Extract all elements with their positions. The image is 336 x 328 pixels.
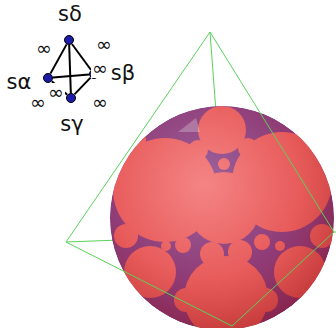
edge-weight: ∞ [47,83,65,102]
coxeter-vertex: sα [43,73,53,83]
packing [110,106,334,328]
coxeter-edge [53,74,89,77]
tetrahedron-front [66,32,334,326]
edge-weight: ∞ [35,39,53,58]
edge-weight: ∞ [95,35,113,54]
generator-label: sβ [111,63,135,84]
generator-label: sα [7,72,32,93]
coxeter-vertex: sγ [66,93,76,103]
coxeter-edge [72,44,91,70]
coxeter-edge [69,45,71,93]
edge-weight: ∞ [29,93,47,112]
coxeter-edge [74,78,90,95]
generator-label: sγ [60,114,83,135]
generator-label: sδ [58,4,82,25]
coxeter-vertex: sδ [64,35,74,45]
edge-weight: ∞ [91,59,109,78]
edge-weight: ∞ [91,93,109,112]
